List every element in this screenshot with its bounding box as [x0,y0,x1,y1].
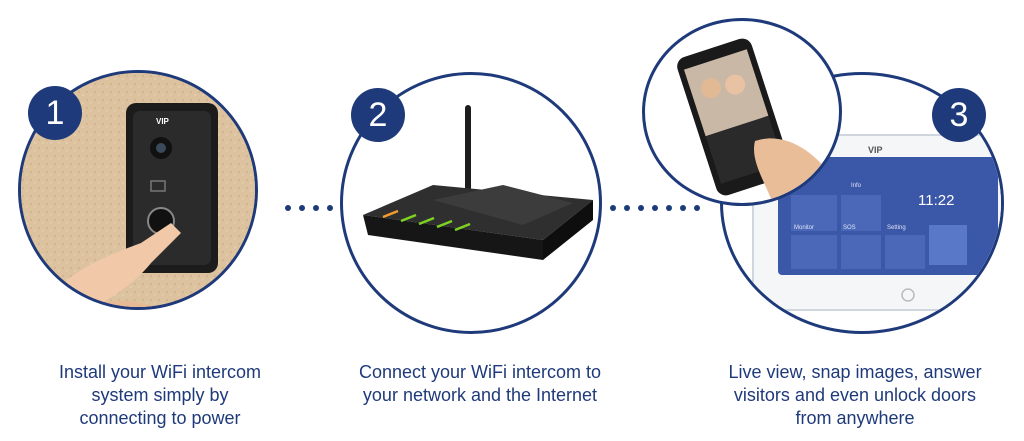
connector-dot [299,205,305,211]
connector-dot [327,205,333,211]
connector-dot [624,205,630,211]
caption-line: Live view, snap images, answer [728,362,982,382]
step-2-number-badge: 2 [351,88,405,142]
caption-line: your network and the Internet [362,385,598,405]
caption-line: Install your WiFi intercom [58,362,262,382]
doorbell-brand-label: VIP [156,117,169,126]
connector-dot [610,205,616,211]
monitor-brand-label: VIP [868,145,883,155]
connector-dot [666,205,672,211]
caption-line: system simply by [91,385,229,405]
connector-dots-2 [610,205,700,211]
step-3-caption: Live view, snap images, answer visitors … [700,361,1010,430]
monitor-tile-info: Info [851,183,862,189]
caption-line: connecting to power [79,408,241,428]
monitor-tile-sos: SOS [843,225,856,231]
connector-dot [638,205,644,211]
monitor-clock: 11:22 [918,192,955,209]
connector-dot [694,205,700,211]
phone-inset-image [642,18,842,206]
monitor-tile-setting: Setting [887,225,906,231]
connector-dot [652,205,658,211]
caption-line: Connect your WiFi intercom to [358,362,602,382]
connector-dot [313,205,319,211]
step-1-number-badge: 1 [28,86,82,140]
step-2-caption: Connect your WiFi intercom to your netwo… [320,361,640,407]
step-1-caption: Install your WiFi intercom system simply… [10,361,310,430]
monitor-tile-monitor: Monitor [794,225,815,231]
phone-illustration [677,38,839,203]
caption-line: visitors and even unlock doors [733,385,977,405]
monitor-illustration [752,134,1001,311]
router-illustration [363,105,593,260]
connector-dot [285,205,291,211]
caption-line: from anywhere [795,408,915,428]
step-3-number-badge: 3 [932,88,986,142]
connector-dot [680,205,686,211]
